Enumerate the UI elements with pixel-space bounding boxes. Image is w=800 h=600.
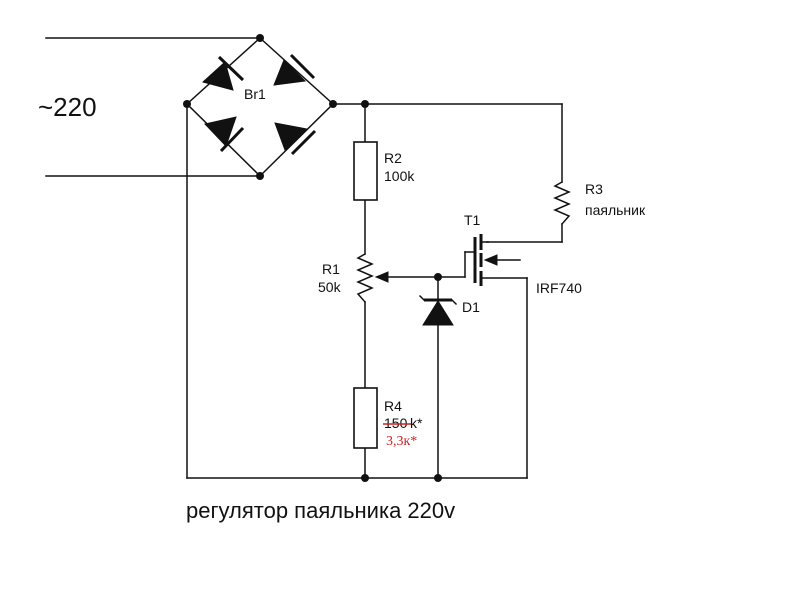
diode-bridge [185, 36, 335, 178]
resistor-r3 [553, 180, 571, 226]
bridge-diode-top-left [201, 55, 245, 91]
r2-name: R2 [384, 150, 402, 166]
r1-wiper [374, 271, 466, 283]
zener-d1 [418, 276, 458, 479]
negative-rail [186, 103, 528, 479]
bridge-diode-top-right [273, 53, 316, 86]
ac-input-wires [45, 37, 261, 177]
input-voltage-label: ~220 [38, 92, 97, 122]
r3-name: R3 [585, 181, 603, 197]
t1-part-number: IRF740 [536, 280, 582, 296]
r1-name: R1 [322, 261, 340, 277]
caption: регулятор паяльника 220v [186, 498, 455, 523]
potentiometer-r1 [356, 252, 374, 304]
d1-name: D1 [462, 299, 480, 315]
resistor-r2 [353, 141, 378, 201]
r2-value: 100k [384, 168, 415, 184]
bridge-diode-bottom-right [274, 122, 317, 156]
bridge-label: Br1 [244, 86, 266, 102]
r1-value: 50k [318, 279, 342, 295]
r4-old-value: 150 [384, 415, 408, 431]
r4-old-suffix: k* [410, 415, 423, 431]
mosfet-t1 [464, 234, 528, 479]
r3-description: паяльник [585, 202, 646, 218]
r4-name: R4 [384, 398, 402, 414]
junction-dots [183, 34, 442, 482]
t1-name: T1 [464, 212, 481, 228]
resistor-r4 [353, 387, 378, 449]
r4-new-value: 3,3к* [386, 434, 417, 449]
positive-rail [332, 103, 563, 243]
bridge-diode-bottom-left [204, 116, 245, 153]
